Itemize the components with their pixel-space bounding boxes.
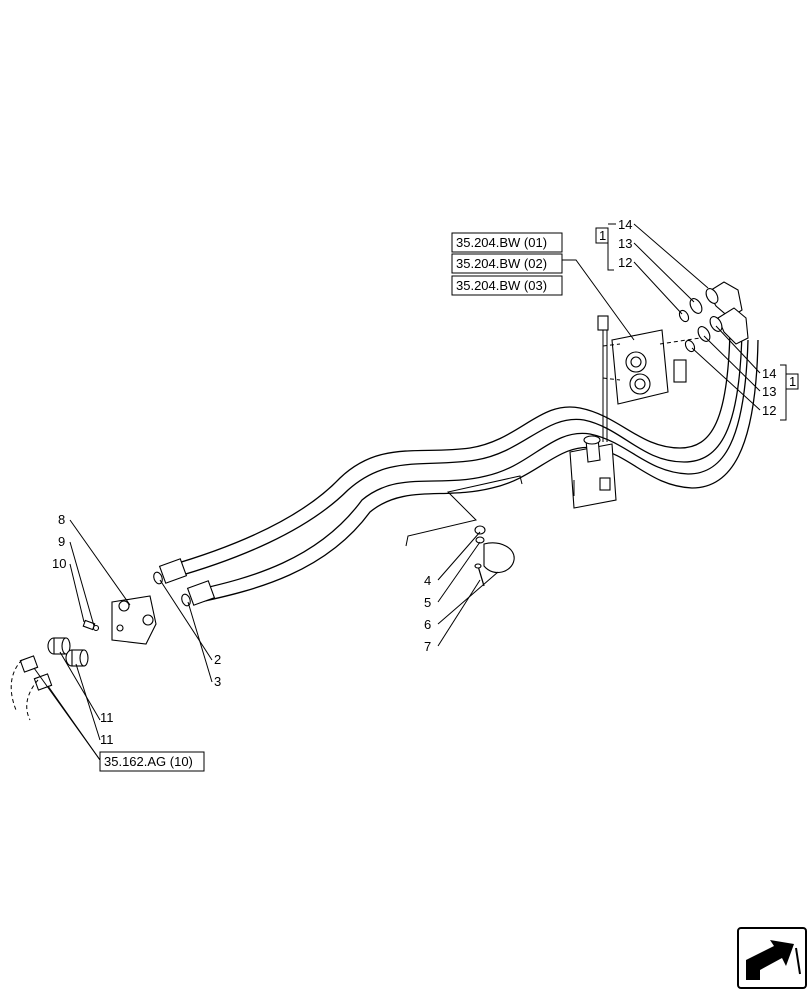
callout-11-b: 11	[100, 732, 114, 747]
callout-2: 2	[214, 652, 221, 667]
hose-fitting-3	[181, 580, 216, 607]
kit-marker-top: 1	[595, 227, 609, 244]
callout-13-bottom: 13	[762, 384, 776, 399]
elbow-fitting-lower	[684, 307, 749, 353]
ref-box-35-204-bw-01[interactable]: 35.204.BW (01)	[451, 232, 563, 253]
kit-marker-right: 1	[785, 373, 799, 390]
svg-text:1: 1	[789, 374, 796, 389]
coupler-11a	[47, 637, 71, 655]
coupler-11b	[65, 649, 89, 667]
callout-9: 9	[58, 534, 65, 549]
ref-box-35-204-bw-03[interactable]: 35.204.BW (03)	[451, 275, 563, 296]
ref-label-03: 35.204.BW (03)	[456, 278, 547, 293]
callout-12-top: 12	[618, 255, 632, 270]
callout-7: 7	[424, 639, 431, 654]
callout-13-top: 13	[618, 236, 632, 251]
mounting-block	[569, 435, 617, 509]
svg-text:1: 1	[599, 228, 606, 243]
hose-upper	[167, 329, 743, 579]
callout-8: 8	[58, 512, 65, 527]
callout-14-bottom: 14	[762, 366, 776, 381]
callout-6: 6	[424, 617, 431, 632]
ref-box-35-162-ag-10[interactable]: 35.162.AG (10)	[99, 751, 205, 772]
callout-12-bottom: 12	[762, 403, 776, 418]
break-line	[405, 475, 523, 547]
callouts: 14 13 12 14 13 12 8 9 10 11 11 2 3 4 5 6…	[52, 217, 776, 747]
tractor-couplers	[10, 655, 53, 721]
callout-4: 4	[424, 573, 431, 588]
callout-10: 10	[52, 556, 66, 571]
callout-3: 3	[214, 674, 221, 689]
leader-lines	[33, 223, 787, 761]
ref-label-01: 35.204.BW (01)	[456, 235, 547, 250]
callout-11-a: 11	[100, 710, 114, 725]
next-page-arrow-icon[interactable]	[737, 927, 807, 989]
ref-label-04: 35.162.AG (10)	[104, 754, 193, 769]
callout-14-top: 14	[618, 217, 632, 232]
valve-block	[597, 315, 701, 442]
bracket-plate	[82, 595, 157, 645]
callout-5: 5	[424, 595, 431, 610]
ref-label-02: 35.204.BW (02)	[456, 256, 547, 271]
ref-box-35-204-bw-02[interactable]: 35.204.BW (02)	[451, 253, 563, 274]
hose-fitting-2	[153, 558, 188, 585]
hose-lower	[195, 339, 759, 603]
hose-clamp	[474, 525, 515, 587]
